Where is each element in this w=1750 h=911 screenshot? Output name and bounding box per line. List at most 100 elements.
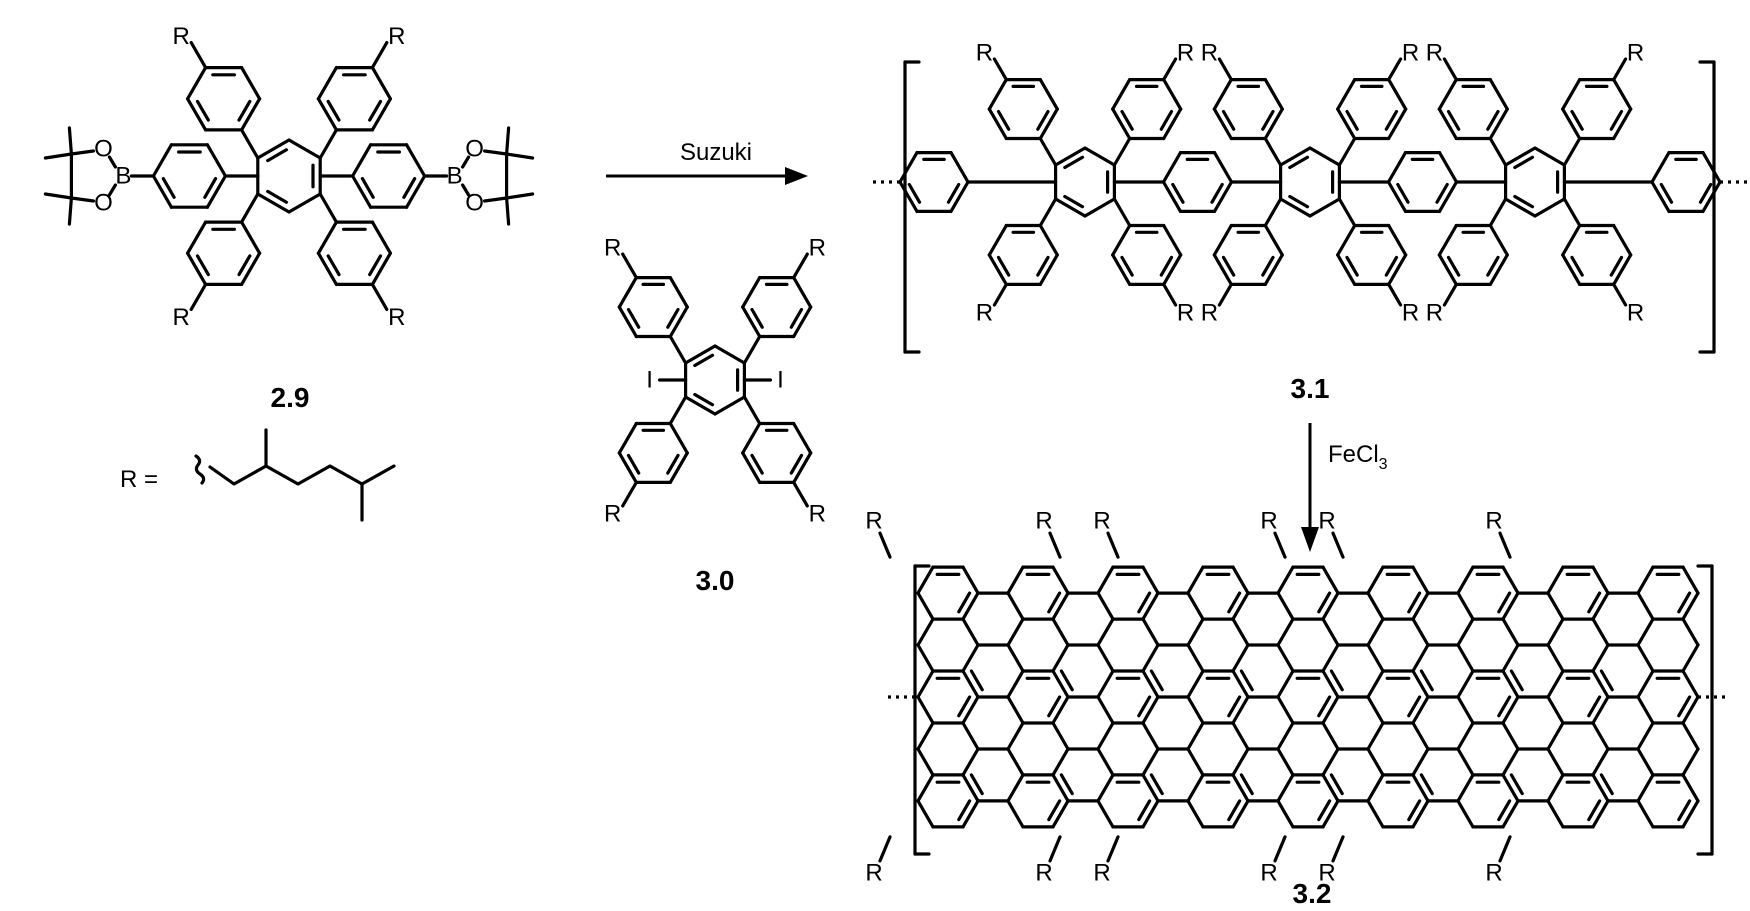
- ribbon-bond: [1276, 747, 1295, 777]
- aryl-ring: [1387, 253, 1408, 286]
- aryl-ring: [741, 276, 762, 309]
- r-group-label: R: [1177, 300, 1194, 327]
- suzuki-label: Suzuki: [680, 139, 752, 166]
- aryl-link-bond: [742, 334, 762, 365]
- ribbon-double-bond: [1509, 773, 1524, 796]
- ribbon-bond: [1681, 721, 1700, 751]
- ribbon-bond: [1411, 747, 1430, 777]
- aryl-ring-double: [368, 99, 383, 122]
- aryl-ring-double: [789, 307, 804, 329]
- ribbon-bond: [1501, 617, 1520, 647]
- core-ring: [1278, 197, 1312, 218]
- o-c-bond: [483, 149, 509, 156]
- aryl-ring: [1212, 223, 1233, 257]
- core-ring: [256, 192, 291, 214]
- iodine-label: I: [777, 367, 784, 394]
- ribbon-bond: [1231, 643, 1250, 673]
- ribbon-bond: [1546, 695, 1565, 725]
- phenylene-ring-double: [203, 177, 218, 199]
- ribbon-bond: [1501, 643, 1520, 673]
- ribbon-bond: [1006, 799, 1025, 829]
- r-bond: [1331, 531, 1345, 559]
- ribbon-bond: [916, 591, 935, 621]
- ribbon-bond: [1186, 565, 1205, 595]
- ribbon-bond: [1591, 617, 1610, 647]
- r-group-label: R: [1318, 859, 1335, 886]
- core-ring-double: [1513, 155, 1535, 170]
- aryl-ring: [987, 223, 1008, 257]
- core-ring: [1053, 197, 1087, 218]
- aryl-ring: [1162, 107, 1183, 141]
- r-group-label: R: [1627, 300, 1644, 327]
- ribbon-bond: [1096, 721, 1115, 751]
- methyl-bond: [67, 126, 74, 156]
- ribbon-bond: [1681, 773, 1700, 803]
- ribbon-bond: [1231, 591, 1250, 621]
- ribbon-bond: [1186, 591, 1205, 621]
- ribbon-bond: [1546, 591, 1565, 621]
- ribbon-bond: [1681, 591, 1700, 621]
- ribbon-bond: [1006, 721, 1025, 751]
- ribbon-bond: [1411, 591, 1430, 621]
- ribbon-bond: [1186, 799, 1205, 829]
- aryl-ring-double: [1446, 109, 1461, 131]
- ribbon-bond: [1006, 747, 1025, 777]
- phenylene-ring-double: [1210, 182, 1224, 204]
- core-ring-double: [1063, 155, 1085, 170]
- aryl-ring: [1162, 223, 1183, 257]
- ribbon-double-bond: [1137, 695, 1152, 718]
- core-ring: [1533, 146, 1567, 167]
- ribbon-bond: [961, 747, 980, 777]
- aryl-ring: [1111, 77, 1132, 111]
- ribbon-bond: [961, 617, 980, 647]
- ribbon-bond: [916, 617, 935, 647]
- aryl-ring: [370, 251, 392, 286]
- methyl-bond: [505, 196, 511, 226]
- iodine-label: I: [646, 367, 653, 394]
- ribbon-bond: [1231, 669, 1250, 699]
- core-ring: [1278, 146, 1312, 167]
- ribbon-bond: [1501, 799, 1520, 829]
- ribbon-bond: [1501, 669, 1520, 699]
- ribbon-bond: [1456, 591, 1475, 621]
- ribbon-bond: [1591, 643, 1610, 673]
- aryl-ring: [741, 305, 762, 339]
- ribbon-bond: [1456, 695, 1475, 725]
- methyl-bond: [505, 152, 535, 160]
- ribbon-bond: [1456, 565, 1475, 595]
- terminal-phenyl-ring: [1701, 180, 1722, 213]
- ribbon-bond: [1096, 695, 1115, 725]
- fecl3-label: FeCl3: [1328, 441, 1388, 473]
- ribbon-bond: [916, 721, 935, 751]
- ribbon-bond: [916, 695, 935, 725]
- ribbon-bond: [1096, 799, 1115, 829]
- phenylene-ring-double: [161, 177, 176, 199]
- terminal-phenyl-ring-double: [1659, 182, 1674, 204]
- ribbon-bond: [1681, 617, 1700, 647]
- ribbon-bond: [1141, 643, 1160, 673]
- phenylene-ring-double: [1171, 182, 1185, 204]
- r-group-label: R: [388, 304, 405, 331]
- aryl-ring: [1437, 253, 1458, 286]
- aryl-ring: [1561, 253, 1582, 286]
- aryl-ring-double: [1159, 109, 1174, 131]
- ribbon-double-bond: [1137, 591, 1152, 614]
- ribbon-bond: [1051, 565, 1070, 595]
- aryl-ring: [186, 220, 208, 255]
- ribbon-bond: [1276, 591, 1295, 621]
- r-group-label: R: [1201, 300, 1218, 327]
- r-definition-label: R =: [120, 466, 158, 493]
- ribbon-double-bond: [1407, 799, 1422, 822]
- aryl-ring: [370, 65, 392, 101]
- ribbon-double-bond: [1419, 669, 1434, 692]
- core-ring: [1053, 146, 1087, 167]
- aryl-ring: [1336, 107, 1357, 141]
- aryl-ring: [1437, 77, 1458, 111]
- ribbon-bond: [961, 591, 980, 621]
- ribbon-bond: [1591, 669, 1610, 699]
- ribbon-bond: [1051, 695, 1070, 725]
- fecl3-subscript: 3: [1379, 456, 1388, 473]
- ribbon-double-bond: [1407, 591, 1422, 614]
- phenylene-ring: [151, 174, 173, 209]
- aryl-ring-double: [195, 99, 210, 122]
